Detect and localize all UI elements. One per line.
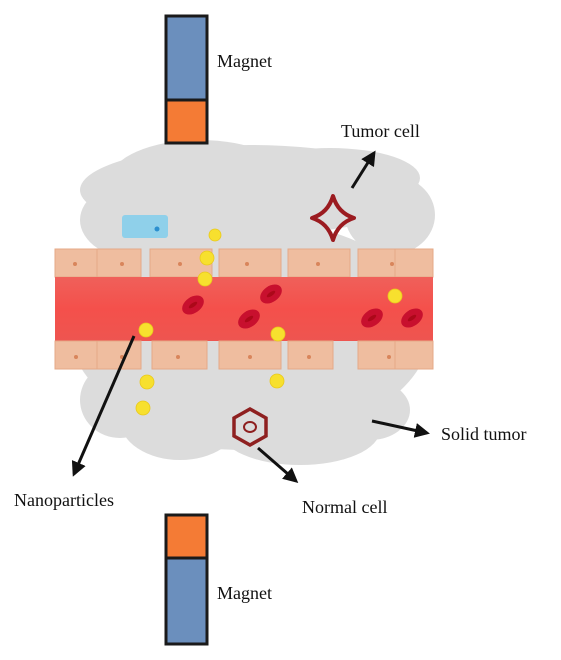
nanoparticle-icon bbox=[138, 322, 154, 338]
tumor-cell-label: Tumor cell bbox=[341, 121, 420, 141]
arrows bbox=[71, 150, 430, 483]
magnet-top-label: Magnet bbox=[217, 51, 272, 71]
normal-cell-label: Normal cell bbox=[302, 497, 388, 517]
vessel-wall-top bbox=[54, 248, 434, 278]
nanoparticle-icon bbox=[199, 250, 215, 266]
nanoparticles bbox=[135, 228, 403, 416]
red-blood-cell-icon bbox=[182, 295, 204, 315]
small-cell bbox=[122, 215, 168, 238]
magnet-top bbox=[164, 14, 209, 145]
normal-cell-arrow bbox=[257, 446, 299, 483]
red-blood-cell-icon bbox=[401, 308, 423, 328]
solid-tumor-label: Solid tumor bbox=[441, 424, 527, 444]
nanoparticles-arrow bbox=[71, 335, 136, 477]
nanoparticles-label: Nanoparticles bbox=[14, 490, 114, 510]
magnet-bottom bbox=[164, 513, 209, 646]
blood-vessel bbox=[55, 277, 433, 341]
tumor-cell-icon bbox=[310, 194, 356, 242]
nanoparticle-icon bbox=[135, 400, 151, 416]
nanoparticle-icon bbox=[387, 288, 403, 304]
solid-tumor-arrow bbox=[371, 419, 430, 438]
red-blood-cells bbox=[182, 284, 423, 329]
tumor-cell-arrow bbox=[350, 150, 376, 189]
nanoparticle-icon bbox=[208, 228, 222, 242]
vessel-wall-bottom bbox=[54, 340, 434, 370]
nanoparticle-icon bbox=[270, 326, 286, 342]
nanoparticle-icon bbox=[269, 373, 285, 389]
nanoparticle-icon bbox=[139, 374, 155, 390]
nanoparticle-icon bbox=[197, 271, 213, 287]
magnet-icon bbox=[164, 513, 209, 646]
red-blood-cell-icon bbox=[260, 284, 282, 304]
red-blood-cell-icon bbox=[238, 309, 260, 329]
magnet-icon bbox=[164, 14, 209, 145]
magnet-bottom-label: Magnet bbox=[217, 583, 272, 603]
red-blood-cell-icon bbox=[361, 308, 383, 328]
normal-cell-icon bbox=[232, 406, 268, 448]
